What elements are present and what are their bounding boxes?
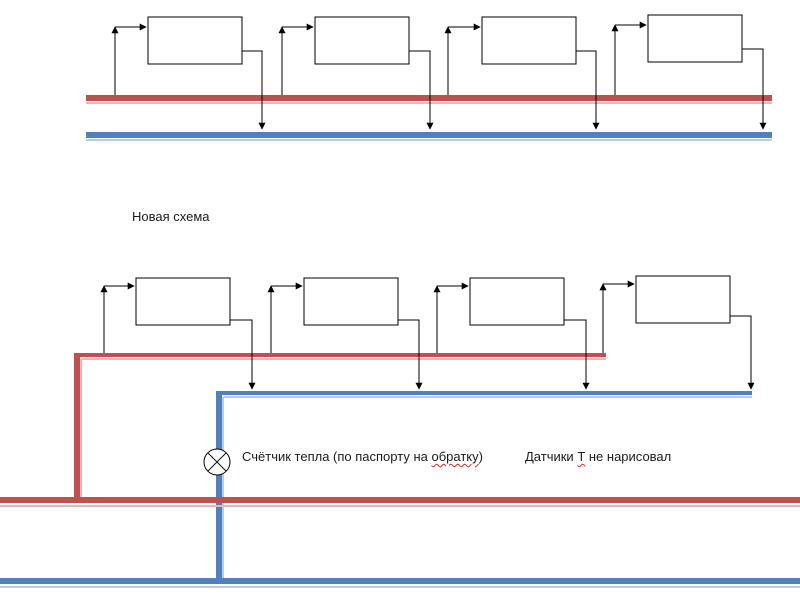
crossed-circle-icon <box>203 448 231 476</box>
sensors-caption: Датчики Т не нарисовал <box>525 449 671 464</box>
old-radiator-3 <box>444 16 600 130</box>
sensors-text: Датчики <box>525 449 578 464</box>
sensors-text-end: не нарисовал <box>585 449 672 464</box>
new-supply-riser <box>74 353 82 497</box>
heat-meter-caption: Счётчик тепла (по паспорту на обратку) <box>242 449 483 464</box>
new-radiator-4 <box>599 275 755 390</box>
main-return-pipe <box>0 578 800 588</box>
heat-meter-text: Счётчик тепла (по паспорту на <box>242 449 432 464</box>
old-radiator-4 <box>611 14 767 130</box>
new-radiator-2 <box>267 277 423 390</box>
old-radiator-2 <box>278 16 434 130</box>
new-scheme <box>0 275 800 588</box>
old-supply-pipe <box>86 95 772 104</box>
new-scheme-title: Новая схема <box>132 209 210 224</box>
main-supply-pipe <box>0 497 800 507</box>
new-supply-branch <box>74 353 606 360</box>
new-return-riser <box>216 391 224 580</box>
old-radiator-1 <box>111 16 266 130</box>
old-scheme <box>86 14 772 141</box>
heat-meter-return-word: обратку <box>431 449 479 464</box>
sensors-t-letter: Т <box>577 449 586 464</box>
new-radiator-1 <box>100 277 256 390</box>
old-return-pipe <box>86 132 772 141</box>
heat-meter-text-end: ) <box>478 449 483 464</box>
new-return-branch <box>216 391 752 398</box>
new-radiator-3 <box>433 277 590 390</box>
